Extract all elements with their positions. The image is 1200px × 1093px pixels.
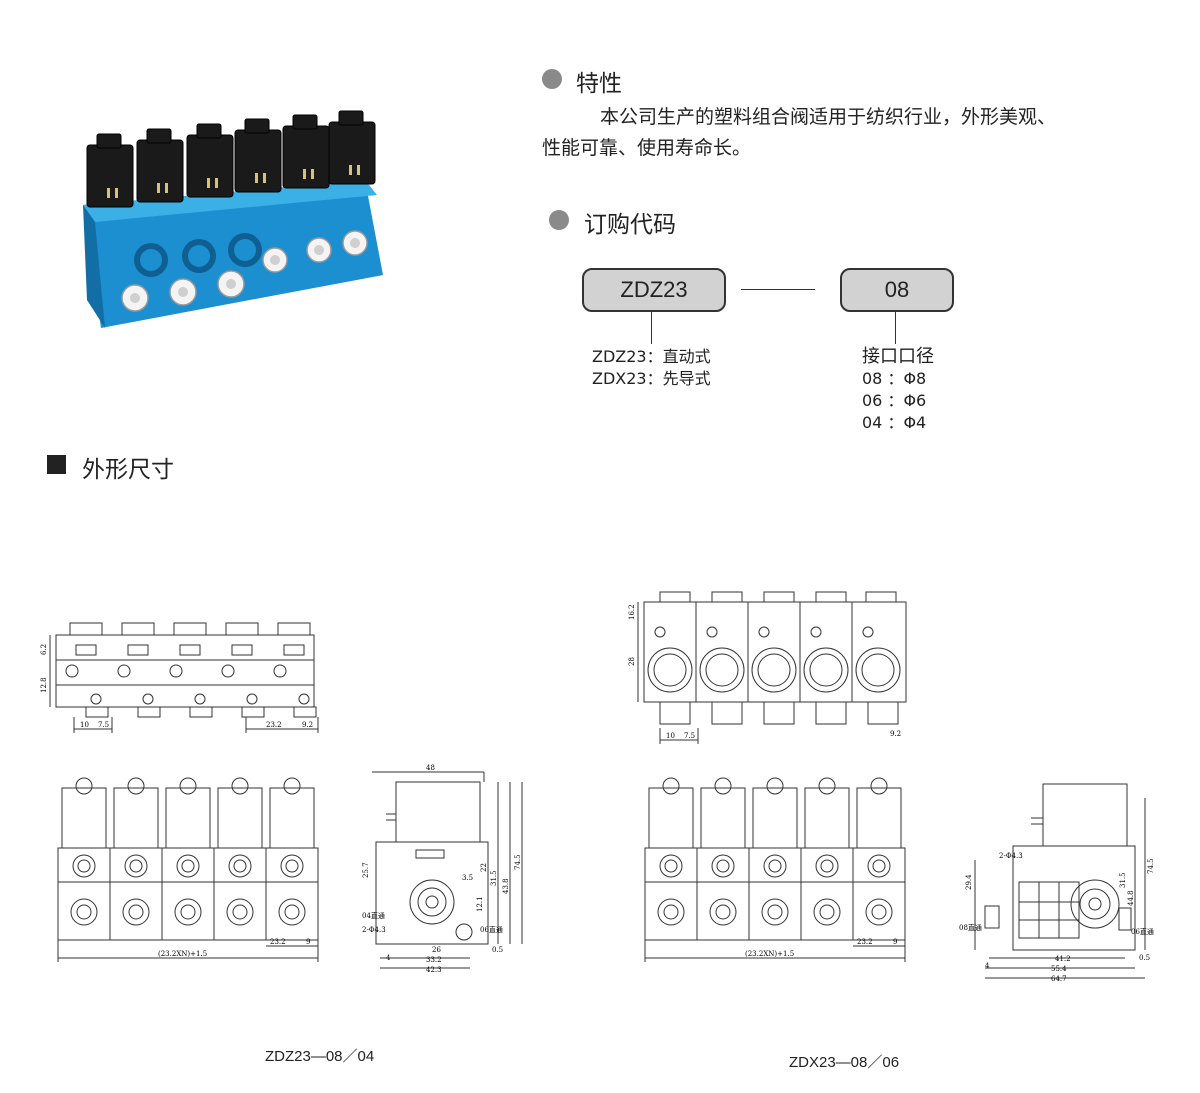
dim-left-top-6-2: 6.2 <box>40 644 48 655</box>
features-heading: 特性 <box>576 71 622 97</box>
port-size-08: 08 ：Φ8 <box>862 369 927 388</box>
dim-right-top-7-5: 7.5 <box>684 732 695 740</box>
left-top-view-drawing: 6.2 12.8 10 7.5 23.2 9.2 <box>40 622 319 733</box>
model-type-pilot: ZDX23：先导式 <box>592 369 711 388</box>
right-top-view-drawing: 16.2 28 10 7.5 9.2 <box>628 591 907 744</box>
dim-left-top-10: 10 <box>80 721 89 729</box>
dim-right-side-08-straight: 08直通 <box>959 923 982 932</box>
dim-left-side-48: 48 <box>426 764 435 772</box>
dim-left-side-42-3: 42.3 <box>426 966 442 974</box>
model-type-list: ZDZ23：直动式 ZDX23：先导式 <box>592 346 711 390</box>
dim-left-front-total: (23.2XN)+1.5 <box>158 950 207 958</box>
right-front-view-drawing: (23.2XN)+1.5 23.2 9 <box>644 777 906 962</box>
dim-left-side-22: 22 <box>480 863 488 872</box>
dim-right-side-31-5: 31.5 <box>1119 872 1127 888</box>
dim-left-side-12-1: 12.1 <box>476 896 484 912</box>
port-leader-line <box>895 312 896 344</box>
dim-left-side-31-5: 31.5 <box>490 870 498 886</box>
dim-right-front-23-2: 23.2 <box>857 938 873 946</box>
dim-right-top-10: 10 <box>666 732 675 740</box>
product-photo <box>65 100 397 332</box>
features-bullet-icon <box>542 69 562 89</box>
dim-left-top-7-5: 7.5 <box>98 721 109 729</box>
model-type-direct: ZDZ23：直动式 <box>592 347 711 366</box>
model-code-box: ZDZ23 <box>582 268 726 312</box>
caption-zdz23: ZDZ23—08／04 <box>265 1048 375 1065</box>
code-connector-line <box>741 289 815 290</box>
left-side-view-drawing: 48 25.7 3.5 31.5 22 12.1 43.8 74.5 04直通 … <box>362 764 523 974</box>
left-front-view-drawing: (23.2XN)+1.5 23.2 9 <box>57 777 319 962</box>
dim-right-side-44-8: 44.8 <box>1127 890 1135 906</box>
dim-left-side-3-5: 3.5 <box>462 874 473 882</box>
dim-right-top-9-2: 9.2 <box>890 730 901 738</box>
dim-left-top-23-2: 23.2 <box>266 721 282 729</box>
dimensions-bullet-icon <box>47 455 66 474</box>
dim-left-side-26: 26 <box>432 946 441 954</box>
dim-left-side-43-8: 43.8 <box>502 878 510 894</box>
port-code-box: 08 <box>840 268 954 312</box>
dim-left-side-74-5: 74.5 <box>514 854 522 870</box>
dim-left-top-9-2: 9.2 <box>302 721 313 729</box>
order-code-bullet-icon <box>549 210 569 230</box>
dim-left-front-23-2: 23.2 <box>270 938 286 946</box>
port-size-06: 06 ：Φ6 <box>862 391 927 410</box>
dim-left-front-9: 9 <box>306 938 310 946</box>
right-side-view-drawing: 2-Φ4.3 29.4 31.5 44.8 74.5 08直通 41.2 55.… <box>959 783 1155 983</box>
dim-left-side-0-5: 0.5 <box>492 946 503 954</box>
dim-right-side-64-7: 64.7 <box>1051 975 1067 983</box>
features-text-line1: 本公司生产的塑料组合阀适用于纺织行业，外形美观、 <box>600 106 1057 128</box>
dim-right-side-41-2: 41.2 <box>1055 955 1071 963</box>
dim-right-top-28: 28 <box>628 657 636 666</box>
dim-right-side-0-5: 0.5 <box>1139 954 1150 962</box>
caption-zdx23: ZDX23—08／06 <box>789 1054 900 1071</box>
port-size-list: 接口口径 08 ：Φ8 06 ：Φ6 04 ：Φ4 <box>862 346 934 434</box>
dimensions-heading: 外形尺寸 <box>82 457 174 483</box>
features-text-line2: 性能可靠、使用寿命长。 <box>542 137 752 159</box>
port-size-04: 04 ：Φ4 <box>862 413 927 432</box>
dim-right-side-2-phi-4-3: 2-Φ4.3 <box>999 852 1023 860</box>
dim-right-top-16-2: 16.2 <box>628 604 636 620</box>
dim-left-top-12-8: 12.8 <box>40 677 48 693</box>
dim-right-side-4: 4 <box>985 962 990 970</box>
dim-left-side-2-phi-4-3: 2-Φ4.3 <box>362 926 386 934</box>
dim-left-side-25-7: 25.7 <box>362 862 370 878</box>
dim-right-side-74-5: 74.5 <box>1147 858 1155 874</box>
dim-left-side-33-2: 33.2 <box>426 956 442 964</box>
dim-right-side-06-straight: 06直通 <box>1131 927 1154 936</box>
dim-right-front-total: (23.2XN)+1.5 <box>745 950 794 958</box>
dim-left-side-04-straight: 04直通 <box>362 911 385 920</box>
dim-right-front-9: 9 <box>893 938 897 946</box>
dim-left-side-06-straight: 06直通 <box>480 925 503 934</box>
model-leader-line <box>651 312 652 344</box>
port-size-title: 接口口径 <box>862 346 934 367</box>
dim-left-side-4: 4 <box>386 954 391 962</box>
dim-right-side-55-4: 55.4 <box>1051 965 1067 973</box>
order-code-heading: 订购代码 <box>584 212 676 238</box>
dim-right-side-29-4: 29.4 <box>965 874 973 890</box>
